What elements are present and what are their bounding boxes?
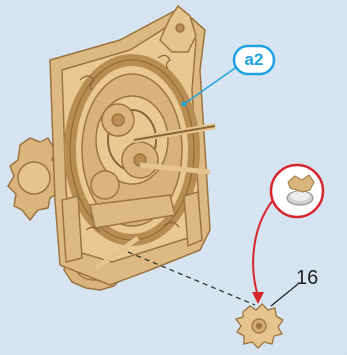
left-leg [62,196,82,262]
right-leg [184,192,202,246]
a2-leader-dot [182,102,187,107]
a2-callout-label: a2 [234,46,274,74]
part-number-label: 16 [296,266,332,290]
detail-bubble [271,165,323,217]
